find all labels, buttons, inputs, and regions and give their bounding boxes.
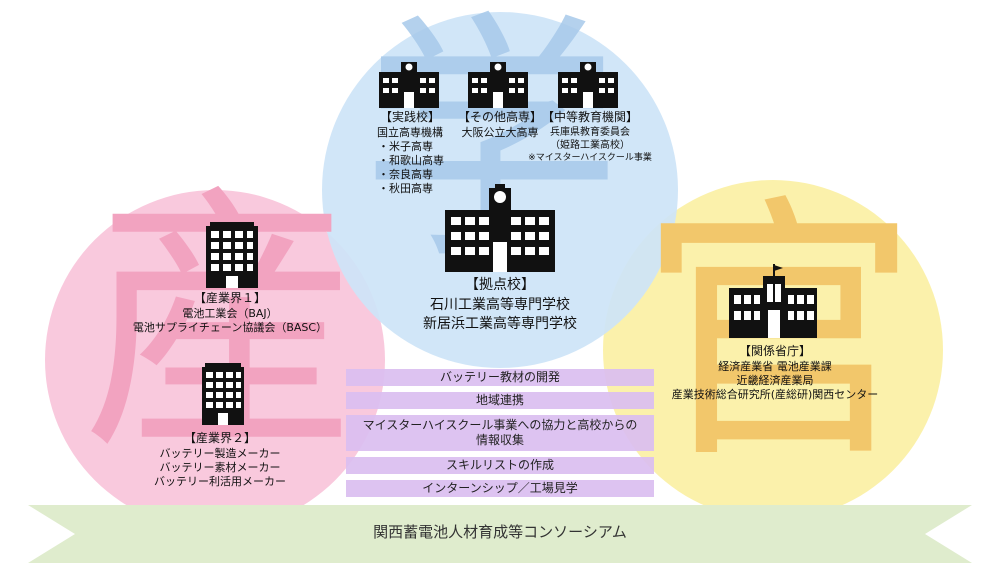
- activity-label: バッテリー教材の開発: [439, 370, 560, 384]
- activity-bar: インターンシップ／工場見学: [346, 480, 654, 497]
- kan-line: 近畿経済産業局: [736, 374, 814, 387]
- office-building-icon: [206, 222, 258, 288]
- sangyo2-line: バッテリー素材メーカー: [159, 461, 281, 474]
- activity-bar: スキルリストの作成: [346, 457, 654, 474]
- jissenko-title: 【実践校】: [379, 110, 440, 124]
- sangyo1-line2: 電池サプライチェーン協議会（BASC）: [132, 321, 328, 334]
- jissenko-item: ・奈良高専: [378, 168, 433, 181]
- kan-title: 【関係省庁】: [738, 344, 811, 358]
- consortium-label: 関西蓄電池人材育成等コンソーシアム: [373, 523, 627, 541]
- jissenko-item: ・米子高専: [378, 140, 433, 153]
- sangyo2-line: バッテリー製造メーカー: [159, 447, 281, 460]
- sonota-title: 【その他高専】: [457, 110, 542, 124]
- sangyo2-title: 【産業界２】: [183, 431, 256, 445]
- kyoten-title: 【拠点校】: [465, 277, 535, 293]
- activity-label: インターンシップ／工場見学: [422, 481, 578, 495]
- chuto-org: 兵庫県教育委員会: [550, 127, 630, 138]
- activity-label: マイスターハイスクール事業への協力と高校からの: [362, 418, 638, 432]
- chuto-note: ※マイスターハイスクール事業: [528, 153, 652, 163]
- activity-bar: マイスターハイスクール事業への協力と高校からの 情報収集: [346, 415, 654, 451]
- office-building-icon: [202, 363, 244, 425]
- school-building-icon: [445, 184, 555, 272]
- kan-line: 産業技術総合研究所(産総研)関西センター: [671, 388, 879, 401]
- sangyo2-line: バッテリー利活用メーカー: [154, 475, 286, 488]
- chuto-sub: （姫路工業高校）: [550, 140, 630, 151]
- activity-bar: バッテリー教材の開発: [346, 369, 654, 386]
- school-building-icon: [379, 62, 439, 108]
- government-building-icon: [729, 264, 817, 338]
- activity-label: スキルリストの作成: [445, 458, 554, 472]
- sangyo1-line1: 電池工業会（BAJ）: [182, 307, 278, 320]
- kyoten-line2: 新居浜工業高等専門学校: [423, 316, 577, 332]
- kyoten-line1: 石川工業高等専門学校: [430, 297, 570, 313]
- jissenko-item: ・和歌山高専: [378, 154, 444, 167]
- activity-label: 情報収集: [475, 433, 524, 447]
- sangyo1-title: 【産業界１】: [193, 291, 266, 305]
- consortium-arrow: [28, 505, 972, 563]
- school-building-icon: [468, 62, 528, 108]
- activity-label: 地域連携: [475, 393, 524, 407]
- activity-bar: 地域連携: [346, 392, 654, 409]
- jissenko-org: 国立高専機構: [377, 126, 443, 139]
- school-building-icon: [558, 62, 618, 108]
- jissenko-item: ・秋田高専: [378, 182, 433, 195]
- chuto-title: 【中等教育機関】: [541, 110, 638, 124]
- sonota-org: 大阪公立大高専: [461, 126, 539, 139]
- kan-line: 経済産業省 電池産業課: [718, 360, 832, 373]
